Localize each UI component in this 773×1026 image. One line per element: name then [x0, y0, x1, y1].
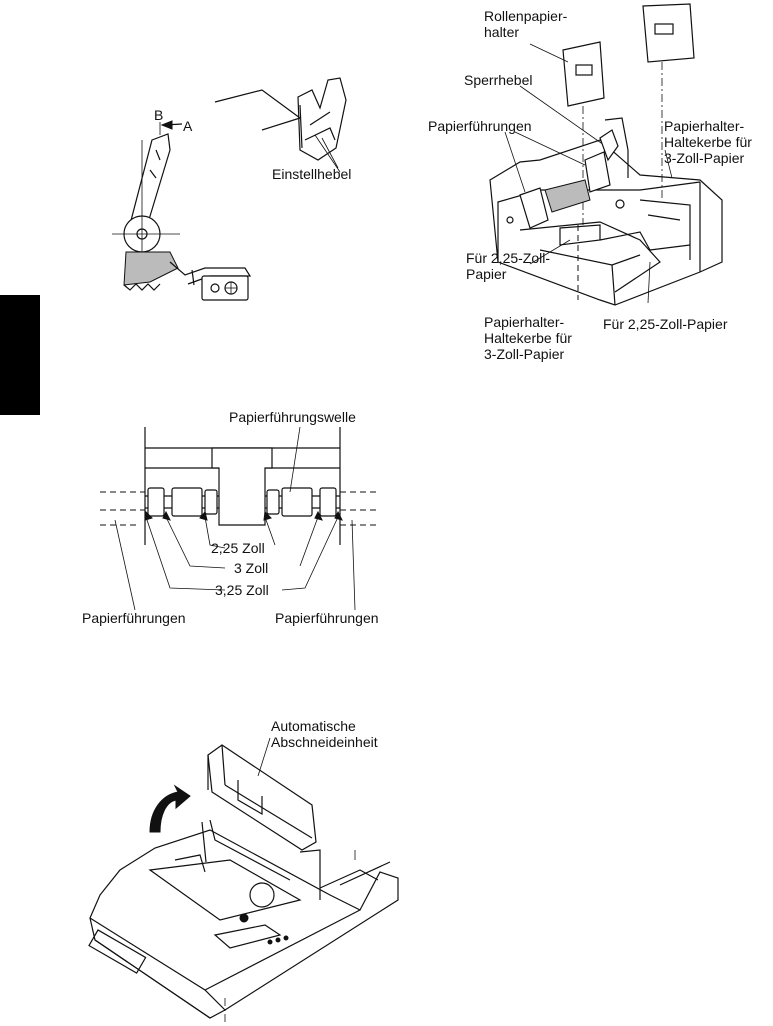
label-roll-holder: Rollenpapier- halter [484, 8, 568, 40]
label-3-inch: 3 Zoll [234, 560, 269, 576]
label-guides-right: Papierführungen [275, 610, 379, 626]
label-holder-notch-bottom: Papierhalter- Haltekerbe für 3-Zoll-Papi… [484, 314, 572, 362]
label-225-inch: 2,25 Zoll [211, 540, 265, 556]
chapter-tab [0, 295, 40, 415]
label-adjust-lever: Einstellhebel [272, 166, 352, 182]
label-paper-guides-top: Papierführungen [428, 118, 532, 134]
figure1-adjust-lever-drawing [112, 77, 347, 301]
figure2-paper-holder-drawing [489, 3, 723, 306]
label-a: A [183, 118, 193, 134]
figure4-auto-cutter-drawing [88, 737, 399, 1024]
label-holder-notch-right: Papierhalter- Haltekerbe für 3-Zoll-Papi… [664, 118, 752, 166]
label-325-inch: 3,25 Zoll [215, 582, 269, 598]
label-auto-cutter: Automatische Abschneideinheit [271, 718, 378, 750]
label-lock-lever: Sperrhebel [464, 72, 533, 88]
label-guides-left: Papierführungen [82, 610, 186, 626]
label-shaft: Papierführungswelle [229, 409, 356, 425]
label-b: B [154, 107, 164, 123]
label-for-225-left: Für 2,25-Zoll- Papier [466, 250, 551, 282]
label-for-225-right: Für 2,25-Zoll-Papier [603, 316, 728, 332]
figure3-shaft-drawing [100, 426, 380, 611]
